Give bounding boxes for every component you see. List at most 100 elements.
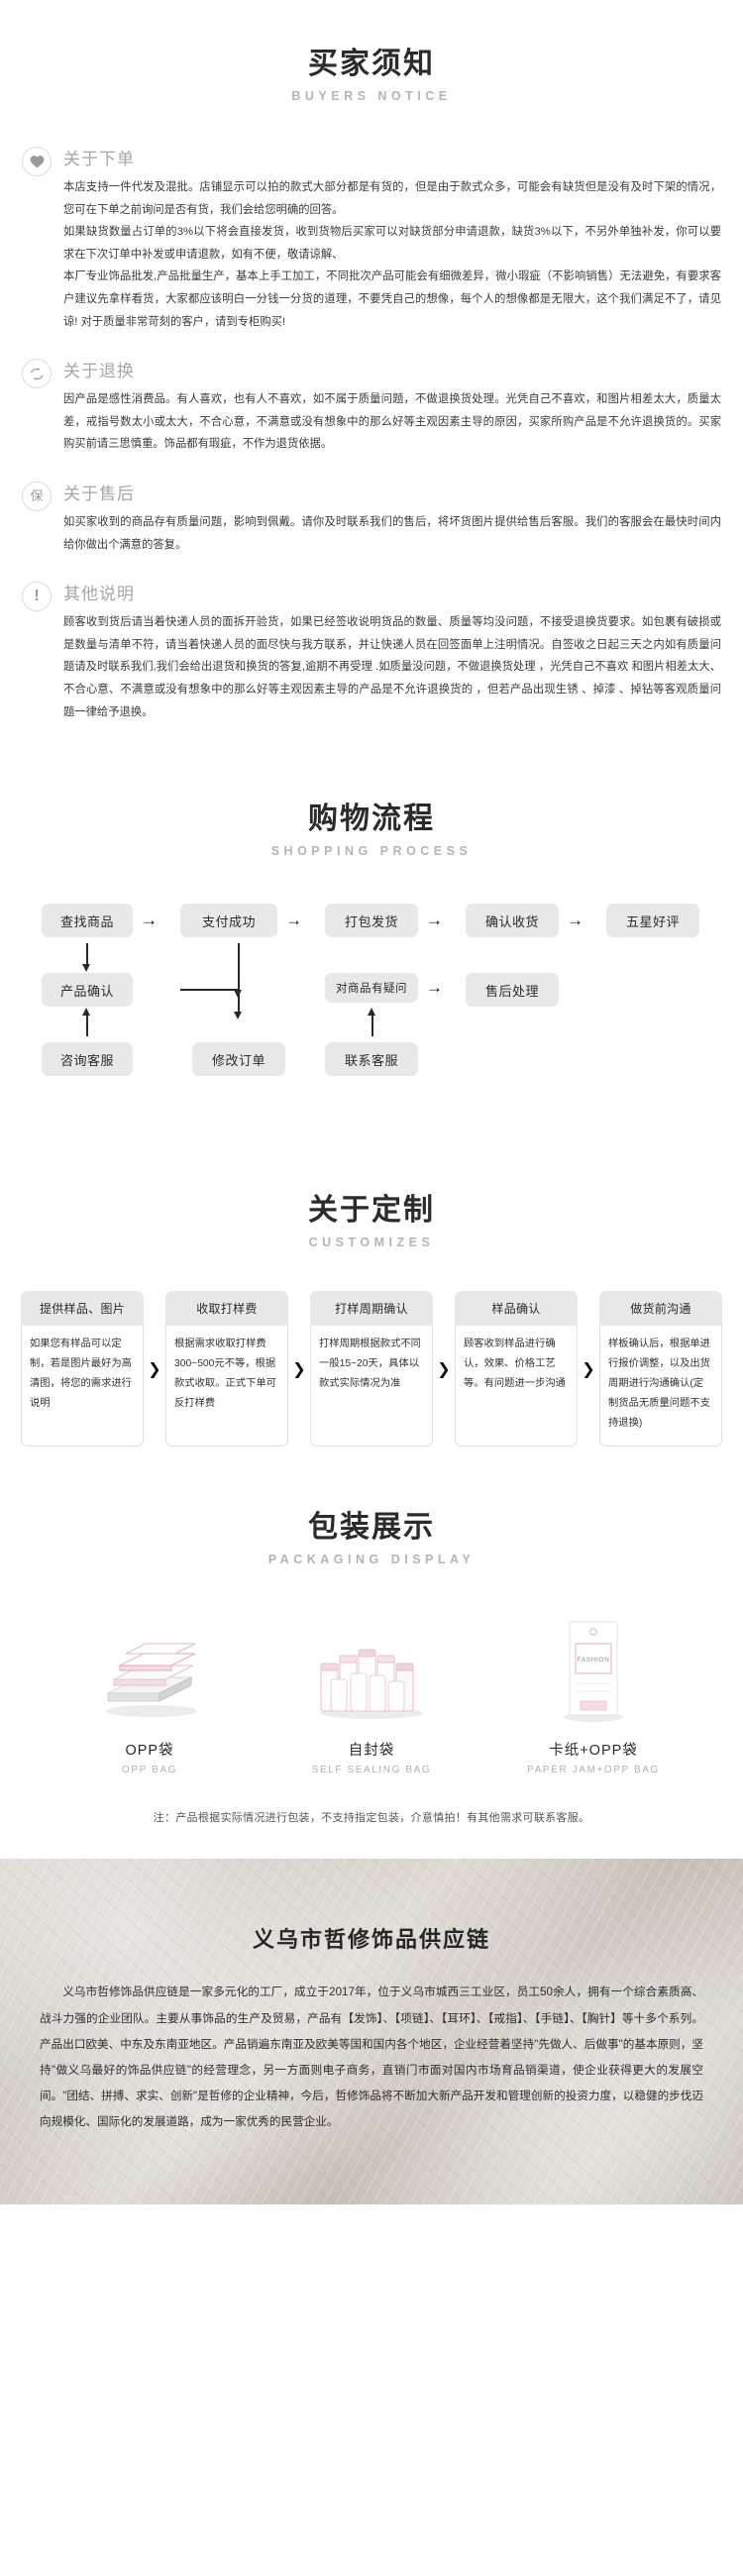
shopping-process-section: 购物流程 SHOPPING PROCESS 查找商品 → 支付成功 → 打包发货… [0,747,743,1077]
customizes-section: 关于定制 CUSTOMIZES 提供样品、图片 如果您有样品可以定制，若是图片最… [0,1131,743,1448]
chevron-right-icon: ❯ [582,1360,595,1378]
flow-connector-line [180,989,238,991]
notice-body: 其他说明 顾客收到货后请当着快递人员的面拆开验货，如果已经签收说明货品的数量、质… [63,580,721,723]
notice-text: 如买家收到的商品存有质量问题，影响到佩戴。请你及时联系我们的售后，将坏货图片提供… [63,511,721,556]
company-name: 义乌市哲修饰品供应链 [252,1927,490,1953]
notice-item-aftersales: 保 关于售后 如买家收到的商品存有质量问题，影响到佩戴。请你及时联系我们的售后，… [22,480,721,556]
buyers-notice-header: 买家须知 BUYERS NOTICE [0,47,743,103]
flow-arrow-right: → [426,978,443,998]
customize-step: 提供样品、图片 如果您有样品可以定制，若是图片最好为高清图，将您的需求进行说明 [21,1291,144,1448]
paper-card-opp-bag-photo: FASHION [499,1612,688,1723]
exchange-icon [22,359,52,389]
section-title-cn: 买家须知 [308,48,435,80]
customize-step-body: 顾客收到样品进行确认，效果、价格工艺等。有问题进一步沟通 [455,1326,578,1448]
flow-arrow-down [235,943,242,999]
notice-title: 关于售后 [63,483,135,503]
heart-icon [22,147,52,176]
flow-arrow-right: → [567,911,584,930]
flow-node-find-product[interactable]: 查找商品 [42,904,133,938]
packaging-item-name-cn: OPP袋 [125,1743,174,1760]
flow-node-payment-success[interactable]: 支付成功 [180,904,277,938]
packaging-item-name-cn: 自封袋 [348,1743,395,1760]
flow-arrow-up [83,1008,90,1037]
company-description: 义乌市哲修饰品供应链是一家多元化的工厂，成立于2017年，位于义乌市城西三工业区… [40,1986,703,2128]
buyers-notice-section: 买家须知 BUYERS NOTICE 关于下单 本店支持一件代发及混批。店铺显示… [0,0,743,723]
flow-arrow-down [235,991,242,1020]
flow-node-five-star[interactable]: 五星好评 [606,904,699,938]
exclamation-icon: ! [22,582,52,612]
notice-title: 其他说明 [63,585,135,604]
notice-item-returns: 关于退换 因产品是感性消费品。有人喜欢，也有人不喜欢，如不属于质量问题，不做退换… [22,357,721,456]
section-title-cn: 关于定制 [308,1194,435,1228]
packaging-header: 包装展示 PACKAGING DISPLAY [0,1510,743,1566]
notice-body: 关于退换 因产品是感性消费品。有人喜欢，也有人不喜欢，如不属于质量问题，不做退换… [63,357,721,456]
notice-body: 关于下单 本店支持一件代发及混批。店铺显示可以拍的款式大部分都是有货的，但是由于… [63,145,721,333]
opp-bag-photo [55,1612,244,1723]
notice-text: 本店支持一件代发及混批。店铺显示可以拍的款式大部分都是有货的，但是由于款式众多，… [63,176,721,333]
packaging-item-opp-bag: OPP袋 OPP BAG [55,1612,244,1775]
flow-arrow-up [369,1008,375,1037]
customize-step-title: 样品确认 [455,1291,578,1327]
packaging-item-name-en: OPP BAG [121,1765,178,1776]
section-title-en: SHOPPING PROCESS [270,844,473,859]
notice-paragraph: 如买家收到的商品存有质量问题，影响到佩戴。请你及时联系我们的售后，将坏货图片提供… [63,515,721,551]
section-title-en: PACKAGING DISPLAY [267,1553,476,1567]
packaging-section: 包装展示 PACKAGING DISPLAY [0,1447,743,1825]
packaging-item-name-en: PAPER JAM+OPP BAG [527,1765,660,1776]
chevron-right-icon: ❯ [437,1360,451,1378]
customize-step-body: 样板确认后，根据单进行报价调整，以及出货周期进行沟通确认(定制货品无质量问题不支… [599,1326,722,1448]
section-title-cn: 包装展示 [308,1511,435,1545]
self-sealing-bag-photo [277,1612,466,1723]
customize-step: 打样周期确认 打样周期根据款式不同一般15~20天，具体以款式实际情况为准 [310,1291,433,1448]
customize-step-body: 如果您有样品可以定制，若是图片最好为高清图，将您的需求进行说明 [21,1326,144,1448]
notice-list: 关于下单 本店支持一件代发及混批。店铺显示可以拍的款式大部分都是有货的，但是由于… [22,145,721,723]
flow-node-pack-ship[interactable]: 打包发货 [325,904,418,938]
notice-body: 关于售后 如买家收到的商品存有质量问题，影响到佩戴。请你及时联系我们的售后，将坏… [63,480,721,556]
customize-step-body: 打样周期根据款式不同一般15~20天，具体以款式实际情况为准 [310,1326,433,1448]
flow-node-modify-order[interactable]: 修改订单 [192,1042,285,1077]
flow-arrow-right: → [141,911,158,930]
shopping-process-header: 购物流程 SHOPPING PROCESS [0,802,743,858]
flow-node-consult-service[interactable]: 咨询客服 [42,1042,133,1077]
notice-text: 因产品是感性消费品。有人喜欢，也有人不喜欢，如不属于质量问题，不做退换货处理。光… [63,388,721,456]
packaging-item-self-sealing-bag: 自封袋 SELF SEALING BAG [277,1612,466,1775]
notice-paragraph: 因产品是感性消费品。有人喜欢，也有人不喜欢，如不属于质量问题，不做退换货处理。光… [63,393,721,451]
shopping-flow-diagram: 查找商品 → 支付成功 → 打包发货 → 确认收货 → 五星好评 产品确认 对商… [30,904,713,1077]
chevron-right-icon: ❯ [292,1360,306,1378]
customize-step-body: 根据需求收取打样费300~500元不等，根据款式收取。正式下单可反打样费 [165,1326,288,1448]
packaging-item-name-en: SELF SEALING BAG [311,1765,432,1776]
notice-paragraph: 顾客收到货后请当着快递人员的面拆开验货，如果已经签收说明货品的数量、质量等均没问… [63,616,721,718]
section-title-cn: 购物流程 [308,803,435,836]
notice-paragraph: 如果缺货数量占订单的3%以下将会直接发货，收到货物后买家可以对缺货部分申请退款，… [63,226,721,261]
notice-title: 关于下单 [63,150,135,168]
company-intro-section: 义乌市哲修饰品供应链 义乌市哲修饰品供应链是一家多元化的工厂，成立于2017年，… [0,1859,743,2205]
packaging-item-name-cn: 卡纸+OPP袋 [549,1743,638,1760]
packaging-note: 注：产品根据实际情况进行包装，不支持指定包装，介意慎拍！有其他需求可联系客服。 [153,1812,590,1825]
flow-node-product-confirm[interactable]: 产品确认 [42,973,133,1008]
packaging-item-paper-card-opp-bag: FASHION 卡纸+OPP袋 PAPER JAM+OPP BAG [499,1612,688,1775]
flow-node-product-question[interactable]: 对商品有疑问 [325,973,418,1004]
flow-arrow-down [83,943,90,973]
card-brand-label: FASHION [578,1657,610,1664]
flow-node-contact-service[interactable]: 联系客服 [325,1042,418,1077]
notice-paragraph: 本厂专业饰品批发,产品批量生产，基本上手工加工，不同批次产品可能会有细微差异，微… [63,270,721,328]
customize-step: 做货前沟通 样板确认后，根据单进行报价调整，以及出货周期进行沟通确认(定制货品无… [599,1291,722,1448]
section-title-en: CUSTOMIZES [308,1235,435,1250]
chevron-right-icon: ❯ [148,1360,161,1378]
notice-item-ordering: 关于下单 本店支持一件代发及混批。店铺显示可以拍的款式大部分都是有货的，但是由于… [22,145,721,333]
flow-node-confirm-receipt[interactable]: 确认收货 [466,904,559,938]
customize-step-title: 收取打样费 [165,1291,288,1327]
flow-arrow-right: → [285,911,302,930]
section-title-en: BUYERS NOTICE [291,89,452,103]
guarantee-icon: 保 [22,481,52,511]
flow-node-aftersales-handle[interactable]: 售后处理 [466,973,559,1008]
customizes-header: 关于定制 CUSTOMIZES [0,1193,743,1249]
customize-steps: 提供样品、图片 如果您有样品可以定制，若是图片最好为高清图，将您的需求进行说明 … [14,1291,729,1448]
flow-arrow-right: → [426,911,443,930]
notice-text: 顾客收到货后请当着快递人员的面拆开验货，如果已经签收说明货品的数量、质量等均没问… [63,611,721,723]
customize-step: 收取打样费 根据需求收取打样费300~500元不等，根据款式收取。正式下单可反打… [165,1291,288,1448]
customize-step-title: 提供样品、图片 [21,1291,144,1327]
notice-item-other: ! 其他说明 顾客收到货后请当着快递人员的面拆开验货，如果已经签收说明货品的数量… [22,580,721,723]
customize-step-title: 做货前沟通 [599,1291,722,1327]
